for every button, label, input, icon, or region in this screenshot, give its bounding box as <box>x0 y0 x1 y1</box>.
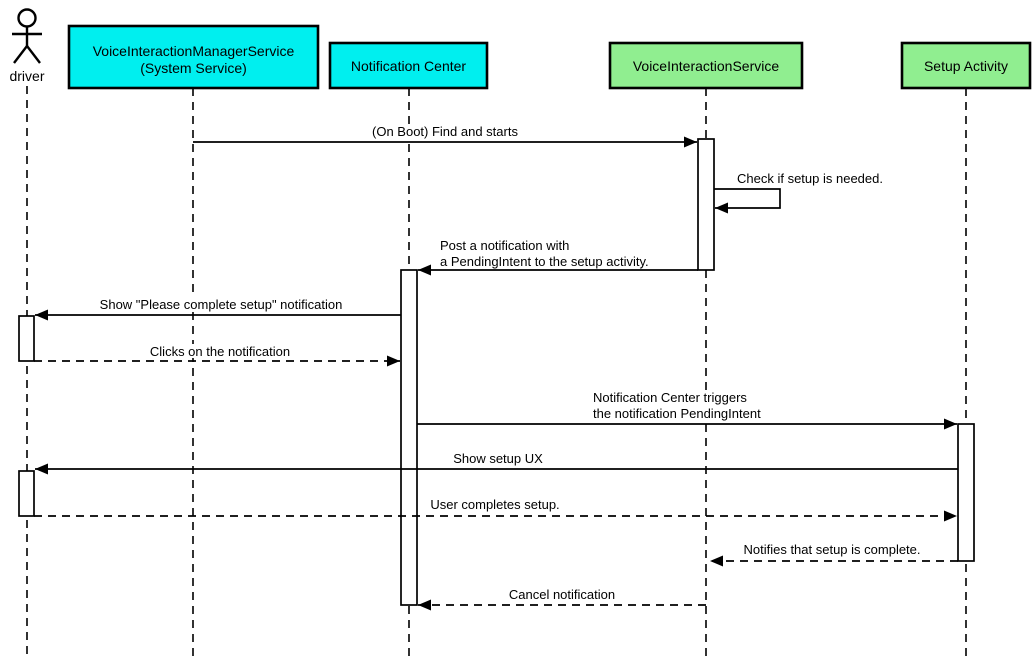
participant-label-vims-line1: VoiceInteractionManagerService <box>93 43 295 59</box>
message-label-show-setup-ux: Show setup UX <box>453 451 543 466</box>
message-label-triggers-pending-intent-line1: Notification Center triggers <box>593 390 747 405</box>
message-label-post-notification-line2: a PendingIntent to the setup activity. <box>440 254 649 269</box>
message-label-clicks-on-notification: Clicks on the notification <box>150 344 290 359</box>
message-label-notifies-setup-complete: Notifies that setup is complete. <box>743 542 920 557</box>
actor-leg-left <box>13 45 28 64</box>
message-label-on-boot-find-and-starts: (On Boot) Find and starts <box>372 124 518 139</box>
message-label-check-if-setup-needed: Check if setup is needed. <box>737 171 883 186</box>
participant-label-notification-center: Notification Center <box>351 58 467 74</box>
label-bg-triggers-pending-intent <box>591 391 771 421</box>
label-bg-clicks-notification <box>139 344 302 358</box>
participant-label-voice-interaction-service: VoiceInteractionService <box>633 58 780 74</box>
label-bg-on-boot <box>362 124 528 138</box>
participant-voice-interaction-manager-service: VoiceInteractionManagerService (System S… <box>67 24 320 90</box>
message-label-cancel-notification: Cancel notification <box>509 587 615 602</box>
participant-notification-center: Notification Center <box>328 41 489 90</box>
message-label-triggers-pending-intent-line2: the notification PendingIntent <box>593 406 761 421</box>
message-label-user-completes-setup: User completes setup. <box>430 497 559 512</box>
actor-leg-right <box>26 45 41 64</box>
participant-box-vims <box>67 24 320 90</box>
activation-bar-notification-center <box>400 269 418 606</box>
participant-box-voice-interaction-service <box>608 41 804 90</box>
participant-setup-activity: Setup Activity <box>900 41 1032 90</box>
actor-driver-icon <box>12 8 42 64</box>
activation-bar-setup-activity <box>957 423 975 562</box>
participant-label-vims-line2: (System Service) <box>140 60 247 76</box>
participant-voice-interaction-service: VoiceInteractionService <box>608 41 804 90</box>
participant-box-notification-center <box>328 41 489 90</box>
participant-box-setup-activity <box>900 41 1032 90</box>
actor-driver-label: driver <box>9 68 44 84</box>
message-label-show-complete-setup-notification: Show "Please complete setup" notificatio… <box>100 297 343 312</box>
activation-bar-voice-interaction-service <box>697 138 715 271</box>
label-bg-show-notification <box>82 297 360 311</box>
actor-head <box>17 8 37 28</box>
message-line-check-if-setup-needed <box>714 188 781 214</box>
message-label-post-notification-line1: Post a notification with <box>440 238 569 253</box>
participant-label-setup-activity: Setup Activity <box>924 58 1008 74</box>
activation-bar-driver-1 <box>18 315 35 362</box>
activation-bar-driver-2 <box>18 470 35 517</box>
